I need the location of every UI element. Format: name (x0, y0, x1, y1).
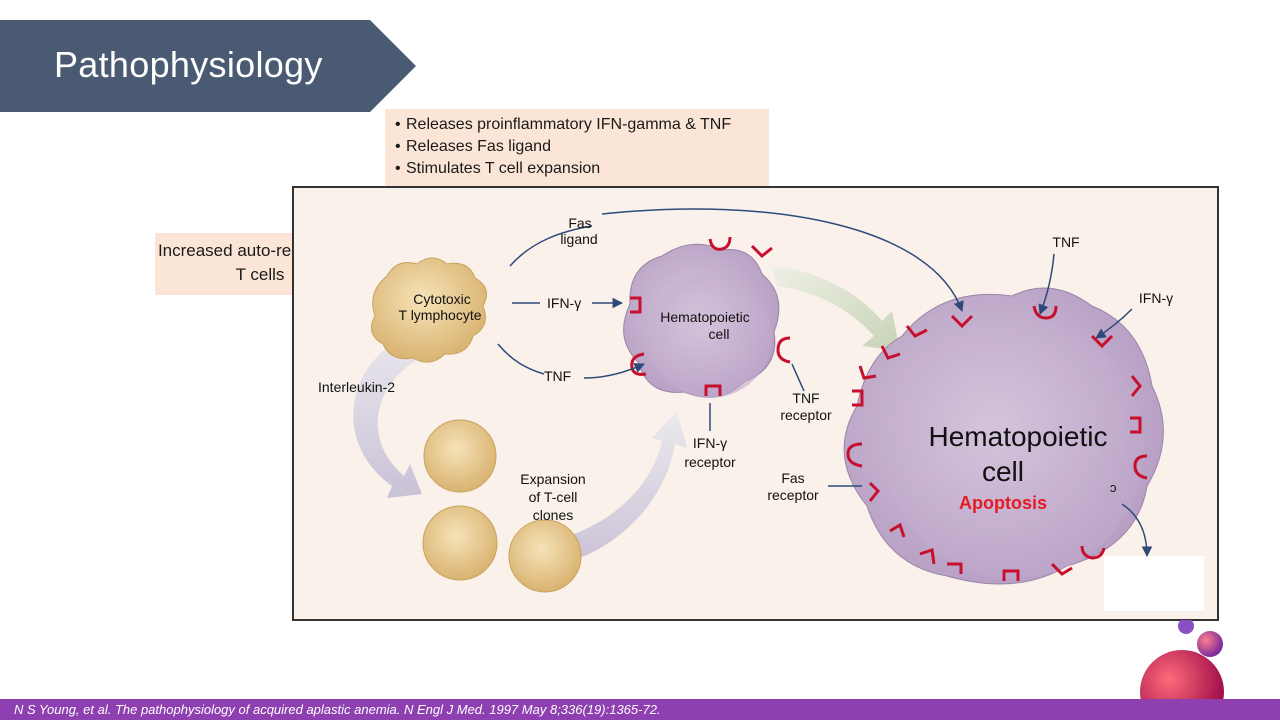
ifn-top-label: IFN-γ (1139, 290, 1173, 306)
ifn-top-arrow (1095, 308, 1133, 339)
apoptosis-label: Apoptosis (959, 493, 1047, 513)
receptor-icon (1090, 334, 1114, 349)
ifn-receptor-label-1: IFN-γ (693, 435, 727, 451)
bullet-item: •Releases Fas ligand (395, 138, 551, 155)
slide-title: Pathophysiology (54, 44, 323, 85)
hematopoietic-cell-small (623, 243, 780, 398)
receptor-icon (950, 314, 974, 329)
cytotoxic-label-2: T lymphocyte (399, 307, 482, 323)
receptor-icon (889, 522, 906, 538)
bullet-item: •Releases proinflammatory IFN-gamma & TN… (395, 116, 732, 133)
hema-large-label-1: Hematopoietic (929, 421, 1108, 452)
expansion-label-1: Expansion (520, 471, 585, 487)
cytotoxic-t-cell (370, 257, 488, 363)
receptor-icon (858, 365, 877, 380)
receptor-icon (846, 442, 863, 468)
expansion-label-2: of T-cell (529, 489, 578, 505)
receptor-icon (1130, 416, 1142, 434)
tnf-receptor-pointer (791, 363, 805, 392)
hema-large-label-2: cell (982, 456, 1024, 487)
receptor-icon (905, 325, 928, 338)
bullet-box: •Releases proinflammatory IFN-gamma & TN… (385, 109, 769, 186)
interleukin-arrow (353, 326, 452, 498)
fas-ligand-arrow (601, 208, 964, 312)
pathophysiology-diagram: Cytotoxic T lymphocyte Hematopoietic cel… (292, 186, 1219, 621)
fas-ligand-line (509, 225, 593, 267)
transition-arrow (772, 266, 900, 351)
receptor-icon (708, 236, 732, 251)
receptor-icon (1080, 545, 1106, 560)
interleukin-label: Interleukin-2 (318, 379, 395, 395)
bullet-item: •Stimulates T cell expansion (395, 160, 601, 177)
fas-ligand-label-2: ligand (560, 231, 597, 247)
fas-receptor-label-2: receptor (767, 487, 819, 503)
receptor-icon (880, 345, 901, 360)
receptor-small-icon: ↄ (1110, 480, 1117, 495)
tnf-receptor-label-1: TNF (792, 390, 819, 406)
footer-bar (0, 699, 1280, 720)
receptor-icon (1002, 569, 1020, 581)
t-cell-clone (508, 519, 582, 593)
receptor-icon (1133, 454, 1148, 480)
citation: N S Young, et al. The pathophysiology of… (14, 702, 661, 717)
receptor-icon (919, 548, 936, 565)
receptor-icon (630, 296, 642, 314)
receptors-small-cell (630, 236, 791, 396)
tnf-arrow (583, 363, 645, 379)
receptor-icon (868, 481, 881, 502)
title-banner (0, 20, 416, 112)
hematopoietic-cell-large (843, 287, 1164, 585)
receptor-icon (947, 562, 963, 574)
receptor-icon (852, 389, 864, 407)
tnf-receptor-label-2: receptor (780, 407, 832, 423)
fas-receptor-label-1: Fas (781, 470, 804, 486)
receptor-icon (750, 244, 773, 259)
fas-ligand-label-1: Fas (568, 215, 591, 231)
receptor-icon (1050, 562, 1073, 576)
cytotoxic-label-1: Cytotoxic (413, 291, 471, 307)
ifn-receptor-label-2: receptor (684, 454, 736, 470)
hema-small-label-2: cell (708, 326, 729, 342)
tnf-line (497, 343, 545, 375)
t-cell-clone (423, 419, 497, 493)
tnf-arrow-label: TNF (544, 368, 571, 384)
receptor-icon (1032, 305, 1058, 320)
receptors-large-cell (846, 305, 1148, 581)
hema-small-label-1: Hematopoietic (660, 309, 750, 325)
receptor-icon (630, 352, 647, 376)
expansion-label-3: clones (533, 507, 573, 523)
receptor-icon (1130, 375, 1142, 397)
pathway-arrows (497, 208, 1153, 558)
ifn-arrow-label: IFN-γ (547, 295, 581, 311)
receptor-icon (776, 336, 791, 364)
tnf-top-arrow (1038, 253, 1055, 315)
white-patch (1104, 556, 1204, 611)
apoptosis-arrow (1121, 503, 1153, 558)
t-cell-clone (422, 505, 498, 581)
receptor-icon (704, 384, 722, 396)
tnf-top-label: TNF (1052, 234, 1079, 250)
